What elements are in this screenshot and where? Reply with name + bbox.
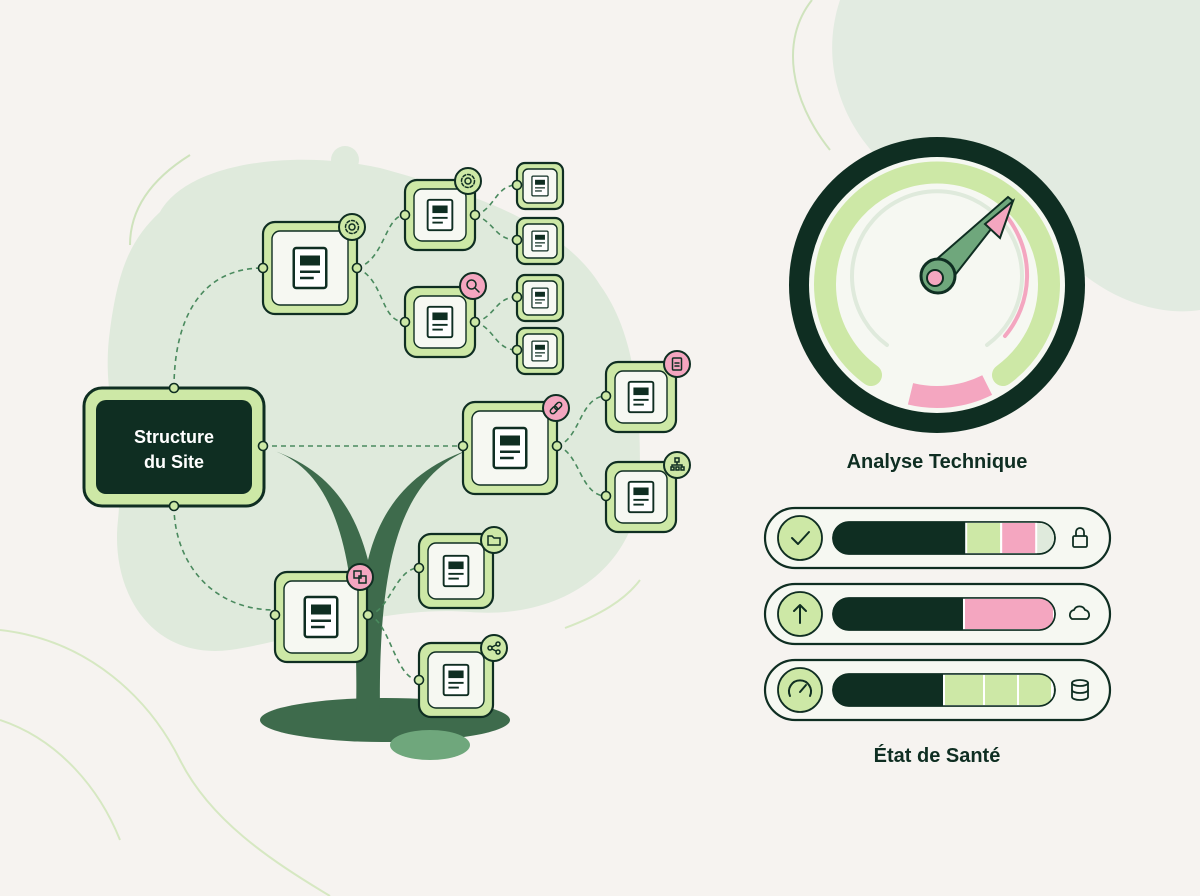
connector-dot [551,440,563,452]
database-icon [1071,679,1089,701]
gauge-inner-pink [1003,216,1030,338]
connector-dots [168,179,612,686]
connector-dot [351,262,363,274]
page-node[interactable] [261,220,359,316]
check-icon [777,515,823,561]
document-icon [442,554,470,588]
health-bar [763,506,1112,570]
connector-dot [600,390,612,402]
lock-icon [1072,527,1088,548]
page-node[interactable] [417,532,495,610]
connector-dot [168,382,180,394]
search-icon [459,272,487,300]
gear-icon [338,213,366,241]
connector-dot [413,674,425,686]
page-node[interactable] [403,178,477,252]
gauge-track-outer [814,161,1060,386]
gear-icon [454,167,482,195]
node-badges [338,167,691,662]
document-icon [492,426,528,470]
document-icon [442,663,470,697]
document-icon [531,175,549,197]
page-node[interactable] [515,273,565,323]
connector-dot [399,316,411,328]
arrow-up-icon [777,591,823,637]
root-node[interactable]: Structure du Site [82,386,266,508]
page-node[interactable] [417,641,495,719]
document-icon [627,380,655,414]
health-bars [763,506,1112,722]
connector-dot [511,179,523,191]
connector-dot [257,440,269,452]
page-node[interactable] [515,216,565,266]
connector-dot [413,562,425,574]
connector-dot [399,209,411,221]
cloud-icon [1069,605,1090,620]
document-icon [531,287,549,309]
gauge-danger-zone [907,375,993,408]
document-icon [531,230,549,252]
connector-dot [269,609,281,621]
gauge-title: Analyse Technique [847,451,1028,473]
page-nodes [261,161,678,719]
document-icon [531,340,549,362]
gauge [789,137,1085,433]
connector-dot [469,316,481,328]
document-icon [663,350,691,378]
link-icon [542,394,570,422]
root-node-label-line2: du Site [144,452,204,472]
page-node[interactable] [461,400,559,496]
connector-dot [511,291,523,303]
health-bar [763,658,1112,722]
page-node[interactable] [604,360,678,434]
page-node[interactable] [515,326,565,376]
translate-icon [346,563,374,591]
sitemap-icon [663,451,691,479]
folder-icon [480,526,508,554]
health-bar-fill [833,674,1053,706]
document-icon [426,198,454,232]
speedometer-icon [777,667,823,713]
connector-dot [257,262,269,274]
health-bar-fill [833,522,1038,554]
connector-dot [362,609,374,621]
connector-dot [457,440,469,452]
gauge-needle [919,195,1016,295]
document-icon [303,595,339,639]
health-title: État de Santé [874,744,1001,767]
gauge-track-inner [850,189,1024,347]
health-bar-fill [833,598,1055,630]
document-icon [426,305,454,339]
connector-dot [600,490,612,502]
page-node[interactable] [515,161,565,211]
document-icon [292,246,328,290]
connector-dot [168,500,180,512]
page-node[interactable] [403,285,477,359]
connector-dot [511,234,523,246]
share-icon [480,634,508,662]
root-node-label-line1: Structure [134,427,214,447]
page-node[interactable] [273,570,369,664]
document-icon [627,480,655,514]
connector-dot [511,344,523,356]
connector-dot [469,209,481,221]
health-bar [763,582,1112,646]
page-node[interactable] [604,460,678,534]
